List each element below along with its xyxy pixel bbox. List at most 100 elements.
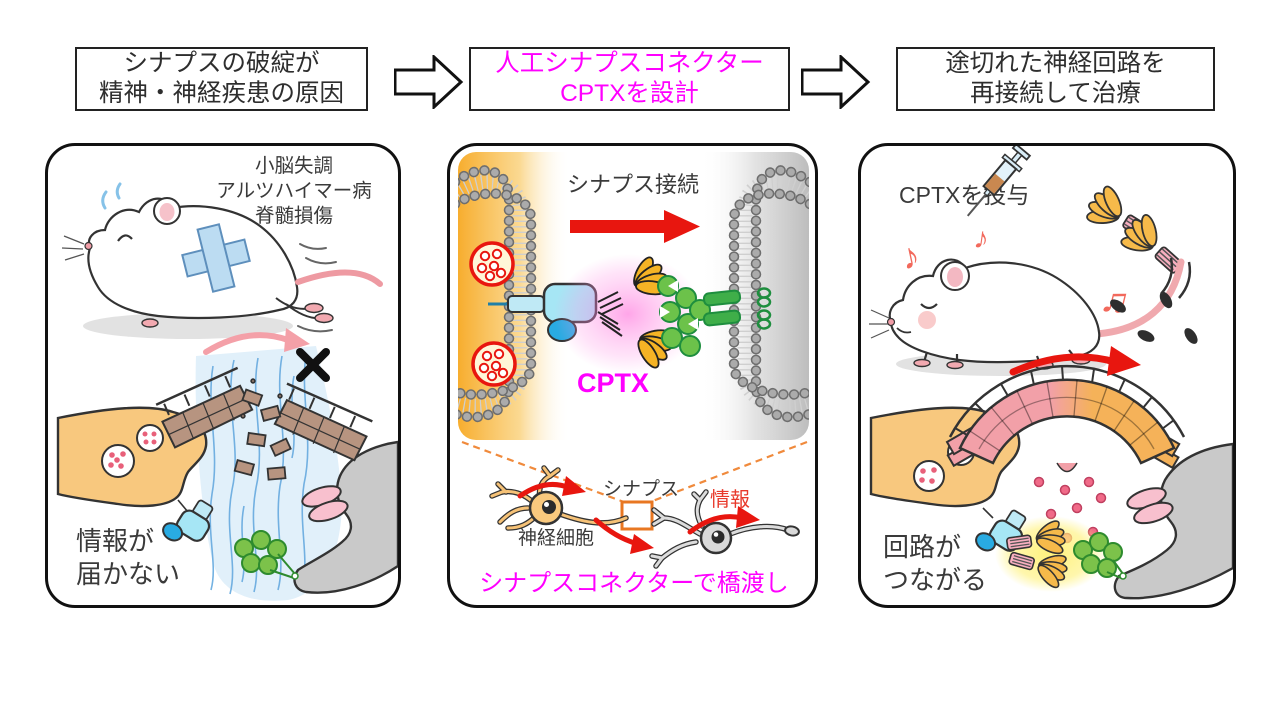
happy-mouse-illustration: ♪ ♪ ♫: [869, 221, 1198, 376]
bandage-icon: [181, 223, 251, 293]
panel-treatment: CPTXを投与: [858, 143, 1236, 608]
mouse-mouth: [896, 327, 912, 334]
mouse-nose: [886, 317, 896, 327]
bridge-arch: [958, 378, 1176, 465]
flow-arrow-icon: [801, 55, 871, 109]
flow-step-3-line2: 再接続して治療: [970, 80, 1141, 107]
neuron-fill: [650, 490, 790, 568]
postsynaptic-terminal: [293, 440, 398, 594]
panel-disease: 小脳失調 アルツハイマー病 脊髄損傷: [45, 143, 401, 608]
cptx-molecule-icon: [1006, 520, 1066, 555]
left-caption-line2: 届かない: [76, 559, 180, 589]
pink-receptor-icon: [301, 485, 349, 523]
tail-wag-lines: [1160, 257, 1192, 299]
repaired-synapse-scene: [869, 346, 1233, 600]
cptx-design-illustration: シナプス接続 CPTX シナプス: [458, 152, 809, 597]
flow-step-2-line2: CPTXを設計: [560, 80, 699, 107]
cptx-stalks: [597, 291, 624, 337]
middle-caption: シナプスコネクターで橋渡し: [479, 570, 789, 597]
tremor-lines: [297, 243, 337, 333]
hind-legs: [141, 297, 334, 328]
nucleus: [542, 500, 556, 514]
lipid-membrane-left: [458, 165, 537, 423]
closed-eye: [117, 234, 133, 242]
signal-arrow-icon: [1009, 346, 1141, 376]
mouse-body: [888, 258, 1101, 364]
broken-bridge-left: [155, 366, 254, 449]
treatment-illustration: CPTXを投与: [869, 146, 1233, 600]
right-caption-line2: つながる: [883, 565, 987, 595]
mouse-ear-inner: [947, 267, 963, 287]
flow-step-1-line1: シナプスの破綻が: [123, 50, 320, 78]
mouse-tail: [295, 269, 383, 287]
whiskers: [869, 309, 890, 339]
mouse-nose: [84, 241, 93, 251]
panel-cptx-design: シナプス接続 CPTX シナプス: [447, 143, 818, 608]
x-mark-icon: [296, 348, 330, 382]
bridge-course-line: [978, 396, 1155, 450]
neuron-right: [649, 489, 800, 569]
synapse-label: シナプス: [603, 478, 679, 500]
disease-item: アルツハイマー病: [216, 180, 371, 202]
treatment-label: CPTXを投与: [899, 182, 1029, 208]
whiskers: [61, 235, 85, 261]
disease-item: 脊髄損傷: [255, 205, 333, 227]
nucleus-highlight: [544, 502, 549, 507]
svg-text:♪: ♪: [897, 234, 923, 278]
flow-step-1-line2: 精神・神経疾患の原因: [99, 80, 344, 107]
membrane-zoom-view: [458, 152, 809, 440]
left-caption: 情報が 届かない: [76, 526, 180, 589]
paw-prints: [1110, 291, 1198, 344]
nucleus-highlight: [713, 532, 719, 537]
cptx-molecule-label: CPTX: [577, 368, 649, 398]
axon-tip: [784, 525, 800, 537]
svg-text:♪: ♪: [972, 221, 991, 256]
neuron-left: [489, 465, 629, 531]
neuron-label: 神経細胞: [518, 527, 594, 549]
cptx-molecule-icon: [1120, 213, 1183, 274]
right-caption: 回路が つながる: [883, 532, 987, 595]
flow-step-2-box: 人工シナプスコネクター CPTXを設計: [469, 47, 790, 111]
synaptic-vesicle: [101, 424, 164, 478]
synaptic-vesicle: [469, 241, 517, 387]
bridge-posts: [954, 365, 1175, 436]
cptx-molecule-icon: [1008, 551, 1068, 589]
falling-bricks: [233, 378, 292, 481]
blush: [918, 311, 936, 329]
signal-label: 情報: [710, 488, 750, 511]
disease-illustration: 小脳失調 アルツハイマー病 脊髄損傷: [56, 155, 398, 601]
postsynaptic-terminal: [1113, 442, 1233, 600]
flow-arrow-icon: [394, 55, 464, 109]
connection-label: シナプス接続: [567, 172, 699, 197]
sick-mouse-illustration: [61, 182, 383, 339]
flow-step-3-box: 途切れた神経回路を 再接続して治療: [896, 47, 1215, 111]
receptor-stalk: [982, 507, 994, 519]
signal-arrow-icon: [687, 506, 760, 535]
flow-step-1-box: シナプスの破綻が 精神・神経疾患の原因: [75, 47, 368, 111]
neurotransmitter-dots: [1033, 476, 1107, 544]
membrane-anchor: [507, 295, 545, 313]
cyan-receptor-icon: [162, 499, 214, 542]
nucleus: [711, 530, 725, 544]
synapse-box: [620, 500, 654, 531]
mouse-tail: [1093, 258, 1185, 338]
bridge-brick-lines: [969, 379, 1159, 452]
failed-signal-arrow-icon: [203, 328, 310, 355]
disease-list: 小脳失調 アルツハイマー病 脊髄損傷: [216, 155, 371, 227]
bridge-keystone: [1056, 462, 1078, 473]
mouse-ear-inner: [159, 203, 175, 221]
syringe-icon: [966, 146, 1032, 217]
happy-eye: [920, 303, 938, 310]
disease-item: 小脳失調: [255, 155, 333, 177]
green-receptor-icon: [234, 530, 299, 580]
connection-arrow-icon: [570, 210, 700, 243]
left-caption-line1: 情報が: [76, 526, 154, 556]
repaired-bridge-icon: [945, 364, 1186, 473]
green-receptor-icon: [1073, 532, 1127, 580]
pink-receptor-icon: [1126, 487, 1174, 525]
broken-synapse-scene: [56, 328, 398, 601]
signal-arrow-icon: [593, 517, 654, 554]
flow-step-2-line1: 人工シナプスコネクター: [495, 50, 764, 78]
right-caption-line1: 回路が: [883, 532, 961, 562]
